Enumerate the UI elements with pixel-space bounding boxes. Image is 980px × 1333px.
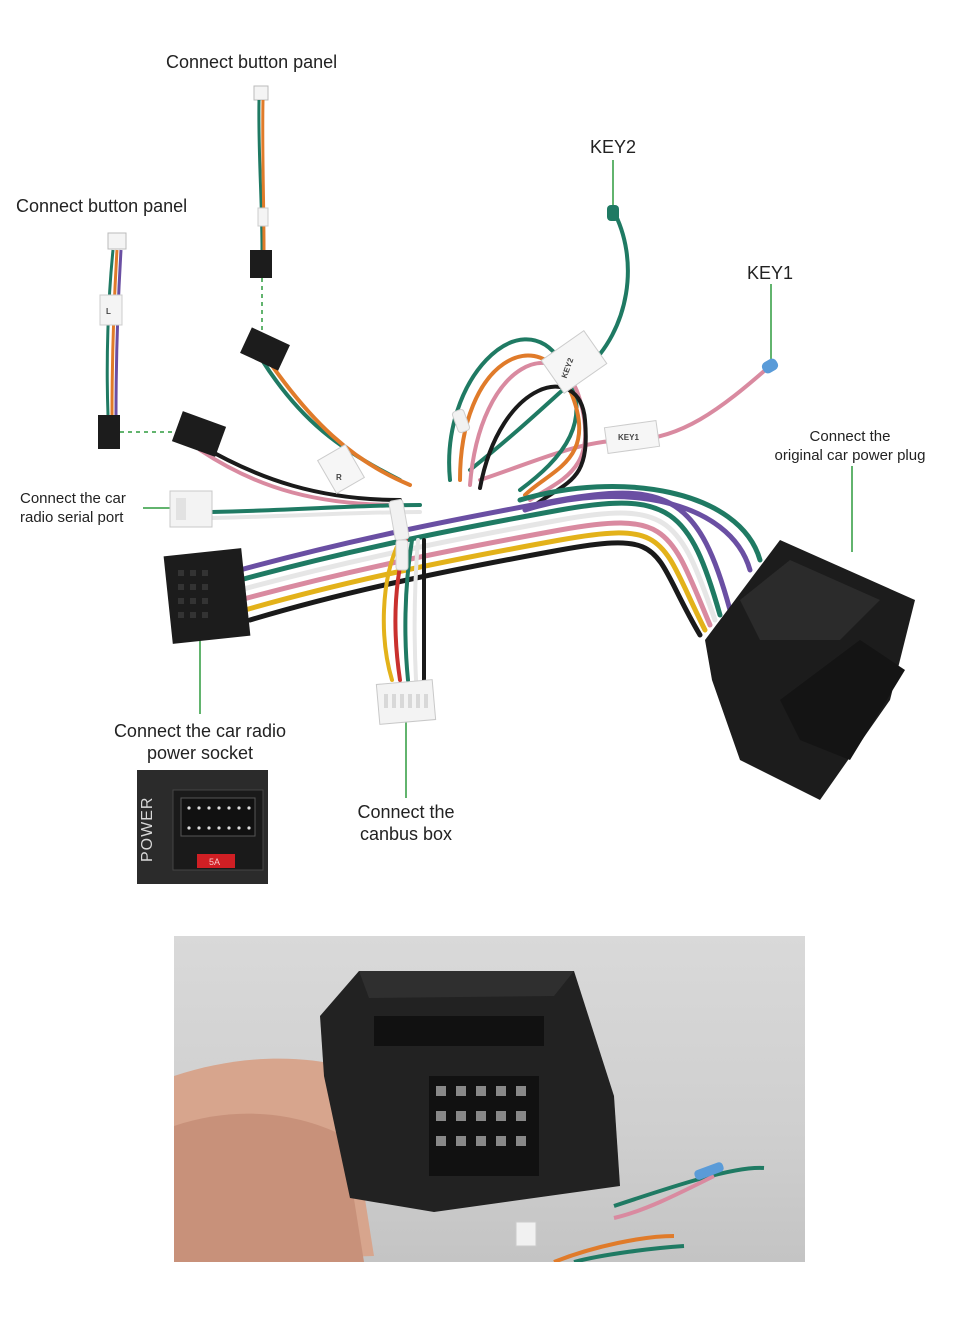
button-panel-left-connector <box>98 415 120 449</box>
button-panel-top-connector <box>250 250 272 278</box>
label-canbus: Connect the canbus box <box>346 801 466 845</box>
radio-power-socket-connector <box>163 548 251 644</box>
key1-wire-tag <box>603 419 661 455</box>
label-serial-port-line1: Connect the car <box>20 490 126 507</box>
leader-lines <box>120 160 853 798</box>
label-button-panel-left: Connect button panel <box>16 196 188 216</box>
button-panel-left-plug <box>107 232 127 250</box>
button-panel-top-tag <box>257 207 269 227</box>
button-panel-top-harness <box>240 85 290 371</box>
r-tag-text: R <box>336 473 342 482</box>
r-wire-tag: R <box>316 443 366 495</box>
label-canbus-line1: Connect the <box>357 802 455 822</box>
label-power-socket: Connect the car radio power socket <box>100 720 300 764</box>
label-key1: KEY1 <box>747 263 794 283</box>
serial-port-connector <box>169 490 213 528</box>
label-power-plug-line1: Connect the <box>809 428 891 445</box>
label-power-plug: Connect the original car power plug <box>770 427 930 465</box>
key2-wire-end: KEY2 <box>540 205 619 394</box>
connector-in-hand-photo <box>174 936 805 1262</box>
key2-wire-tag <box>540 330 608 394</box>
button-panel-top-plug <box>253 85 269 101</box>
connector-in-hand-drawing <box>174 971 765 1262</box>
button-panel-left-harness: L <box>98 232 227 457</box>
wire-bundle <box>198 208 773 682</box>
l-tag-text: L <box>106 307 111 316</box>
label-canbus-line2: canbus box <box>359 824 453 844</box>
label-button-panel-top: Connect button panel <box>166 52 338 72</box>
label-key2: KEY2 <box>590 137 637 157</box>
power-socket-inset-photo: POWER 5A <box>137 770 268 884</box>
original-power-plug-connector <box>705 540 915 800</box>
button-panel-left-tag <box>99 294 123 326</box>
button-panel-left-mating-connector <box>171 411 227 457</box>
label-serial-port-line2: radio serial port <box>20 509 124 526</box>
power-socket-inset-drawing: 5A <box>172 789 264 871</box>
label-power-plug-line2: original car power plug <box>774 447 926 464</box>
key1-wire-end: KEY1 <box>603 358 779 455</box>
label-power-socket-line2: power socket <box>146 743 254 763</box>
canbus-connector <box>375 679 437 725</box>
wiring-harness-diagram: L KEY2 KEY1 R <box>98 85 915 800</box>
tie-wraps <box>388 408 471 571</box>
fuse-label: 5A <box>209 857 220 867</box>
key1-tag-text: KEY1 <box>618 433 639 442</box>
button-panel-top-mating-connector <box>240 327 290 371</box>
label-power-socket-line1: Connect the car radio <box>113 721 287 741</box>
label-serial-port: Connect the car radio serial port <box>20 489 126 527</box>
